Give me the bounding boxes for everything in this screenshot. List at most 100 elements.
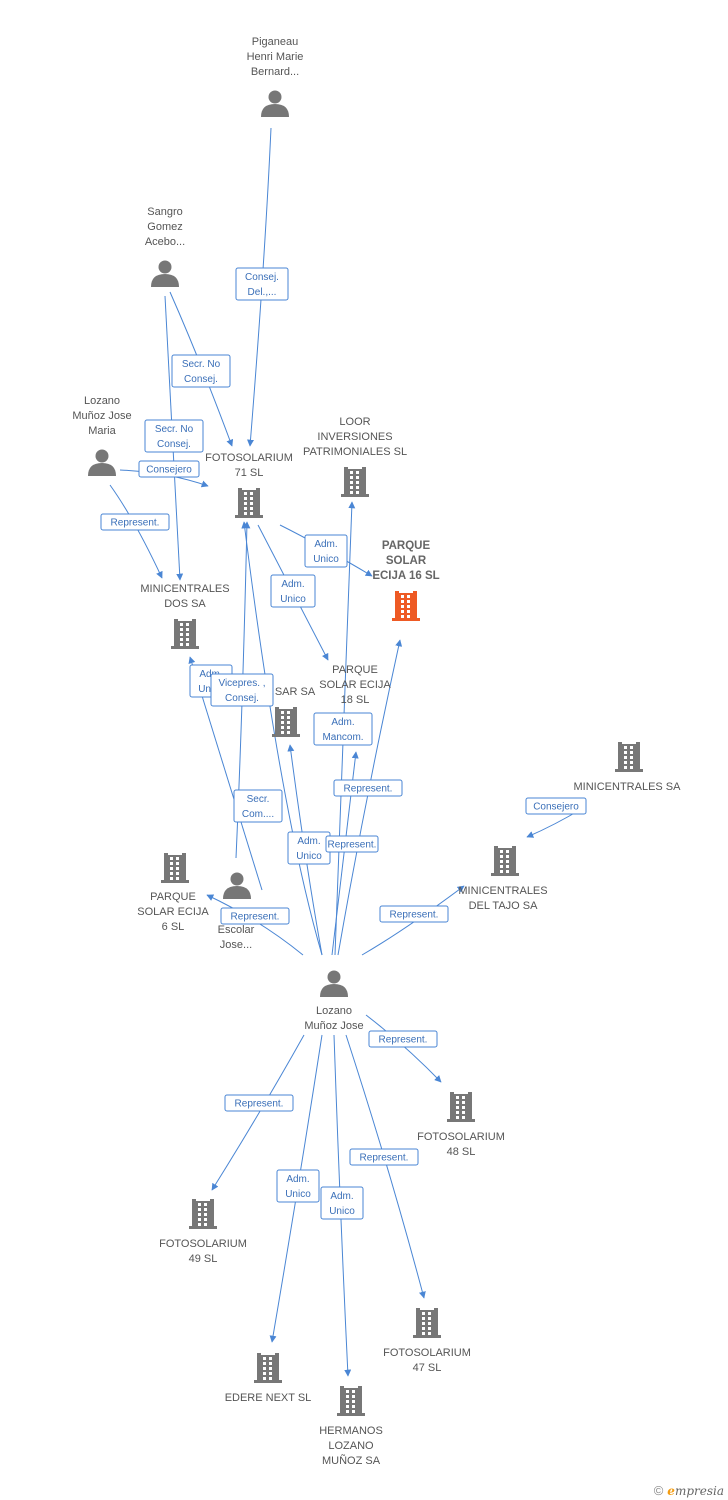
node-label: Muñoz Jose <box>304 1020 363 1032</box>
node-edere[interactable]: EDERE NEXT SL <box>225 1353 312 1404</box>
edge-label-box <box>171 354 231 388</box>
node-label: Acebo... <box>145 236 185 248</box>
node-label: EDERE NEXT SL <box>225 1392 312 1404</box>
edge-lozano_jose-to-fotosolarium49 <box>211 1034 305 1191</box>
node-sangro[interactable]: SangroGomezAcebo... <box>145 206 185 287</box>
building-icon <box>254 1353 282 1383</box>
person-icon <box>261 90 289 117</box>
node-label: ECIJA 16 SL <box>372 570 439 582</box>
node-label: 49 SL <box>189 1253 218 1265</box>
edge-label-e16[interactable]: Represent. <box>379 905 449 923</box>
edge-label-e12[interactable]: Adm.Mancom. <box>313 712 373 746</box>
node-label: PATRIMONIALES SL <box>303 446 407 458</box>
edge-label-text: Secr. No <box>155 424 194 435</box>
edge-label-box <box>144 419 204 453</box>
edge-label-e18[interactable]: Represent. <box>368 1030 438 1048</box>
edge-label-e19[interactable]: Represent. <box>224 1094 294 1112</box>
edge-label-text: Adm. <box>297 836 320 847</box>
edge-label-e10[interactable]: Secr.Com.... <box>233 789 283 823</box>
node-label: Escolar <box>218 924 255 936</box>
node-label: 48 SL <box>447 1146 476 1158</box>
brand-initial: e <box>667 1483 675 1498</box>
edge-label-box <box>320 1186 364 1220</box>
edge-label-e1[interactable]: Consej. Del.,... <box>235 267 289 301</box>
node-label: PARQUE <box>382 540 431 552</box>
node-label: MINICENTRALES <box>458 885 547 897</box>
node-minicentrales_sa[interactable]: MINICENTRALES SA <box>574 742 682 793</box>
node-label: Bernard... <box>251 66 299 78</box>
node-label: Gomez <box>147 221 182 233</box>
building-icon <box>341 467 369 497</box>
person-icon <box>151 260 179 287</box>
person-icon <box>223 872 251 899</box>
edge-label-e6[interactable]: Adm.Unico <box>304 534 348 568</box>
node-label: MINICENTRALES <box>140 583 229 595</box>
node-escolar[interactable]: EscolarJose... <box>218 872 255 952</box>
edge-label-text: Del.,... <box>248 287 277 298</box>
edge-label-e13[interactable]: Represent. <box>325 835 379 853</box>
edge-label-box <box>220 907 290 925</box>
edge-label-text: Adm. <box>331 717 354 728</box>
node-label: INVERSIONES <box>317 431 392 443</box>
edge-label-e7[interactable]: Adm.Unico <box>270 574 316 608</box>
node-label: SOLAR ECIJA <box>137 906 209 918</box>
node-label: SAR SA <box>275 686 316 698</box>
node-label: DOS SA <box>164 598 206 610</box>
footer-brand: © empresia <box>654 1483 724 1498</box>
node-sar[interactable]: SAR SA <box>272 686 316 737</box>
edge-label-text: Unico <box>329 1206 355 1217</box>
edge-label-e14[interactable]: Represent. <box>333 779 403 797</box>
edge-label-e20[interactable]: Represent. <box>349 1148 419 1166</box>
edge-label-e9[interactable]: Vicepres. ,Consej. <box>210 673 274 707</box>
edge-label-text: Represent. <box>328 840 377 851</box>
building-icon <box>491 846 519 876</box>
node-loor[interactable]: LOOR INVERSIONES PATRIMONIALES SL <box>303 416 407 497</box>
edge-label-e4[interactable]: Consejero <box>138 460 200 478</box>
edge-label-text: Represent. <box>231 912 280 923</box>
edge-label-e3[interactable]: Secr. No Consej. <box>144 419 204 453</box>
edge-label-e11[interactable]: Adm. Unico <box>287 831 331 865</box>
edge-label-e17[interactable]: Consejero <box>525 797 587 815</box>
edge-label-e22[interactable]: Adm.Unico <box>320 1186 364 1220</box>
node-label: MUÑOZ SA <box>322 1454 381 1467</box>
node-label: Muñoz Jose <box>72 410 131 422</box>
edge-label-e21[interactable]: Adm. Unico <box>276 1169 320 1203</box>
edge-label-e15[interactable]: Represent. <box>220 907 290 925</box>
edge-lozano_jose-to-parque18 <box>331 751 359 956</box>
edge-label-text: Represent. <box>360 1153 409 1164</box>
edge-lozano_maria-to-minicentrales_dos <box>109 484 163 579</box>
building-icon <box>413 1308 441 1338</box>
node-label: Piganeau <box>252 36 299 48</box>
node-label: SOLAR ECIJA <box>319 679 391 691</box>
node-label: LOOR <box>339 416 370 428</box>
edge-label-text: Consej. <box>245 272 279 283</box>
node-label: PARQUE <box>332 664 378 676</box>
edge-label-text: Represent. <box>235 1099 284 1110</box>
edge-label-text: Consej. <box>157 439 191 450</box>
brand-logo[interactable]: empresia <box>667 1484 724 1498</box>
edge-label-text: Unico <box>285 1189 311 1200</box>
node-label: Sangro <box>147 206 182 218</box>
edge-label-e5[interactable]: Represent. <box>100 513 170 531</box>
node-minicentrales_dos[interactable]: MINICENTRALES DOS SA <box>140 583 230 649</box>
edge-label-text: Adm. <box>286 1174 309 1185</box>
edge-label-text: Secr. <box>247 794 270 805</box>
edge-label-text: Unico <box>296 851 322 862</box>
edge-label-box <box>368 1030 438 1048</box>
building-icon <box>392 591 420 621</box>
edge-label-text: Adm. <box>281 579 304 590</box>
